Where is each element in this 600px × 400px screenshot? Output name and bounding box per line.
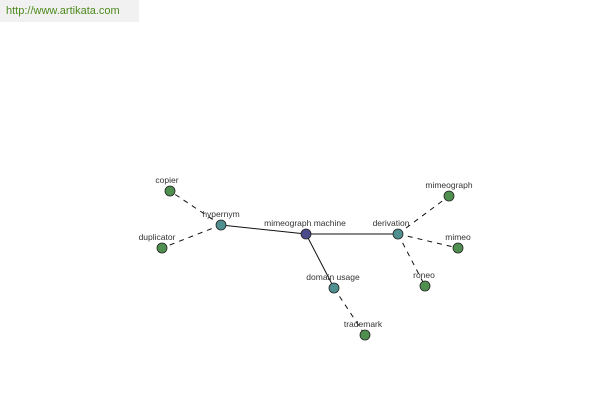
url-banner: http://www.artikata.com: [0, 0, 139, 22]
node-domain[interactable]: [328, 282, 340, 294]
node-mimeo[interactable]: [452, 242, 464, 254]
node-derivation[interactable]: [392, 228, 404, 240]
node-copier[interactable]: [164, 185, 176, 197]
graph-edges: [161, 190, 459, 336]
label-mimeo: mimeo: [445, 232, 471, 242]
edge-hypernym-copier: [169, 190, 222, 226]
edge-root-domain: [305, 233, 335, 289]
label-roneo: roneo: [413, 270, 435, 280]
label-mimeograph: mimeograph: [425, 180, 473, 190]
label-root: mimeograph machine: [264, 218, 346, 228]
node-hypernym[interactable]: [215, 219, 227, 231]
edge-derivation-mimeo: [397, 233, 459, 249]
graph-labels: mimeograph machine hypernym derivation doma…: [139, 175, 473, 329]
label-copier: copier: [155, 175, 178, 185]
label-derivation: derivation: [373, 218, 410, 228]
edge-root-hypernym: [220, 224, 307, 235]
edge-hypernym-duplicator: [161, 224, 222, 249]
node-roneo[interactable]: [419, 280, 431, 292]
edge-derivation-mimeograph: [397, 195, 450, 235]
site-url-link[interactable]: http://www.artikata.com: [6, 5, 120, 17]
node-trademark[interactable]: [359, 329, 371, 341]
node-duplicator[interactable]: [156, 242, 168, 254]
graph-nodes: [156, 185, 464, 341]
label-duplicator: duplicator: [139, 232, 176, 242]
node-root[interactable]: [300, 228, 312, 240]
node-mimeograph[interactable]: [443, 190, 455, 202]
label-domain: domain usage: [306, 272, 360, 282]
label-trademark: trademark: [344, 319, 383, 329]
label-hypernym: hypernym: [202, 209, 239, 219]
